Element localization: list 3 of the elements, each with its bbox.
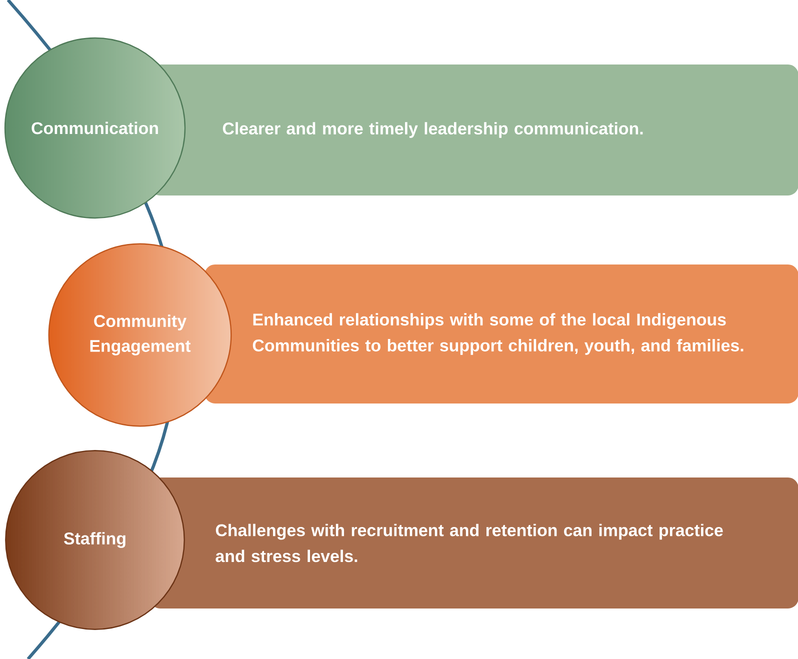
node-label: Clearer and more timely leadership communication.	[222, 122, 643, 138]
text-band: Enhanced relationships with some of the local Indigenous Communities to better support children, youth, and families.	[204, 264, 798, 404]
text-band: Challenges with recruitment and retention can impact practice and stress levels.	[150, 478, 798, 608]
